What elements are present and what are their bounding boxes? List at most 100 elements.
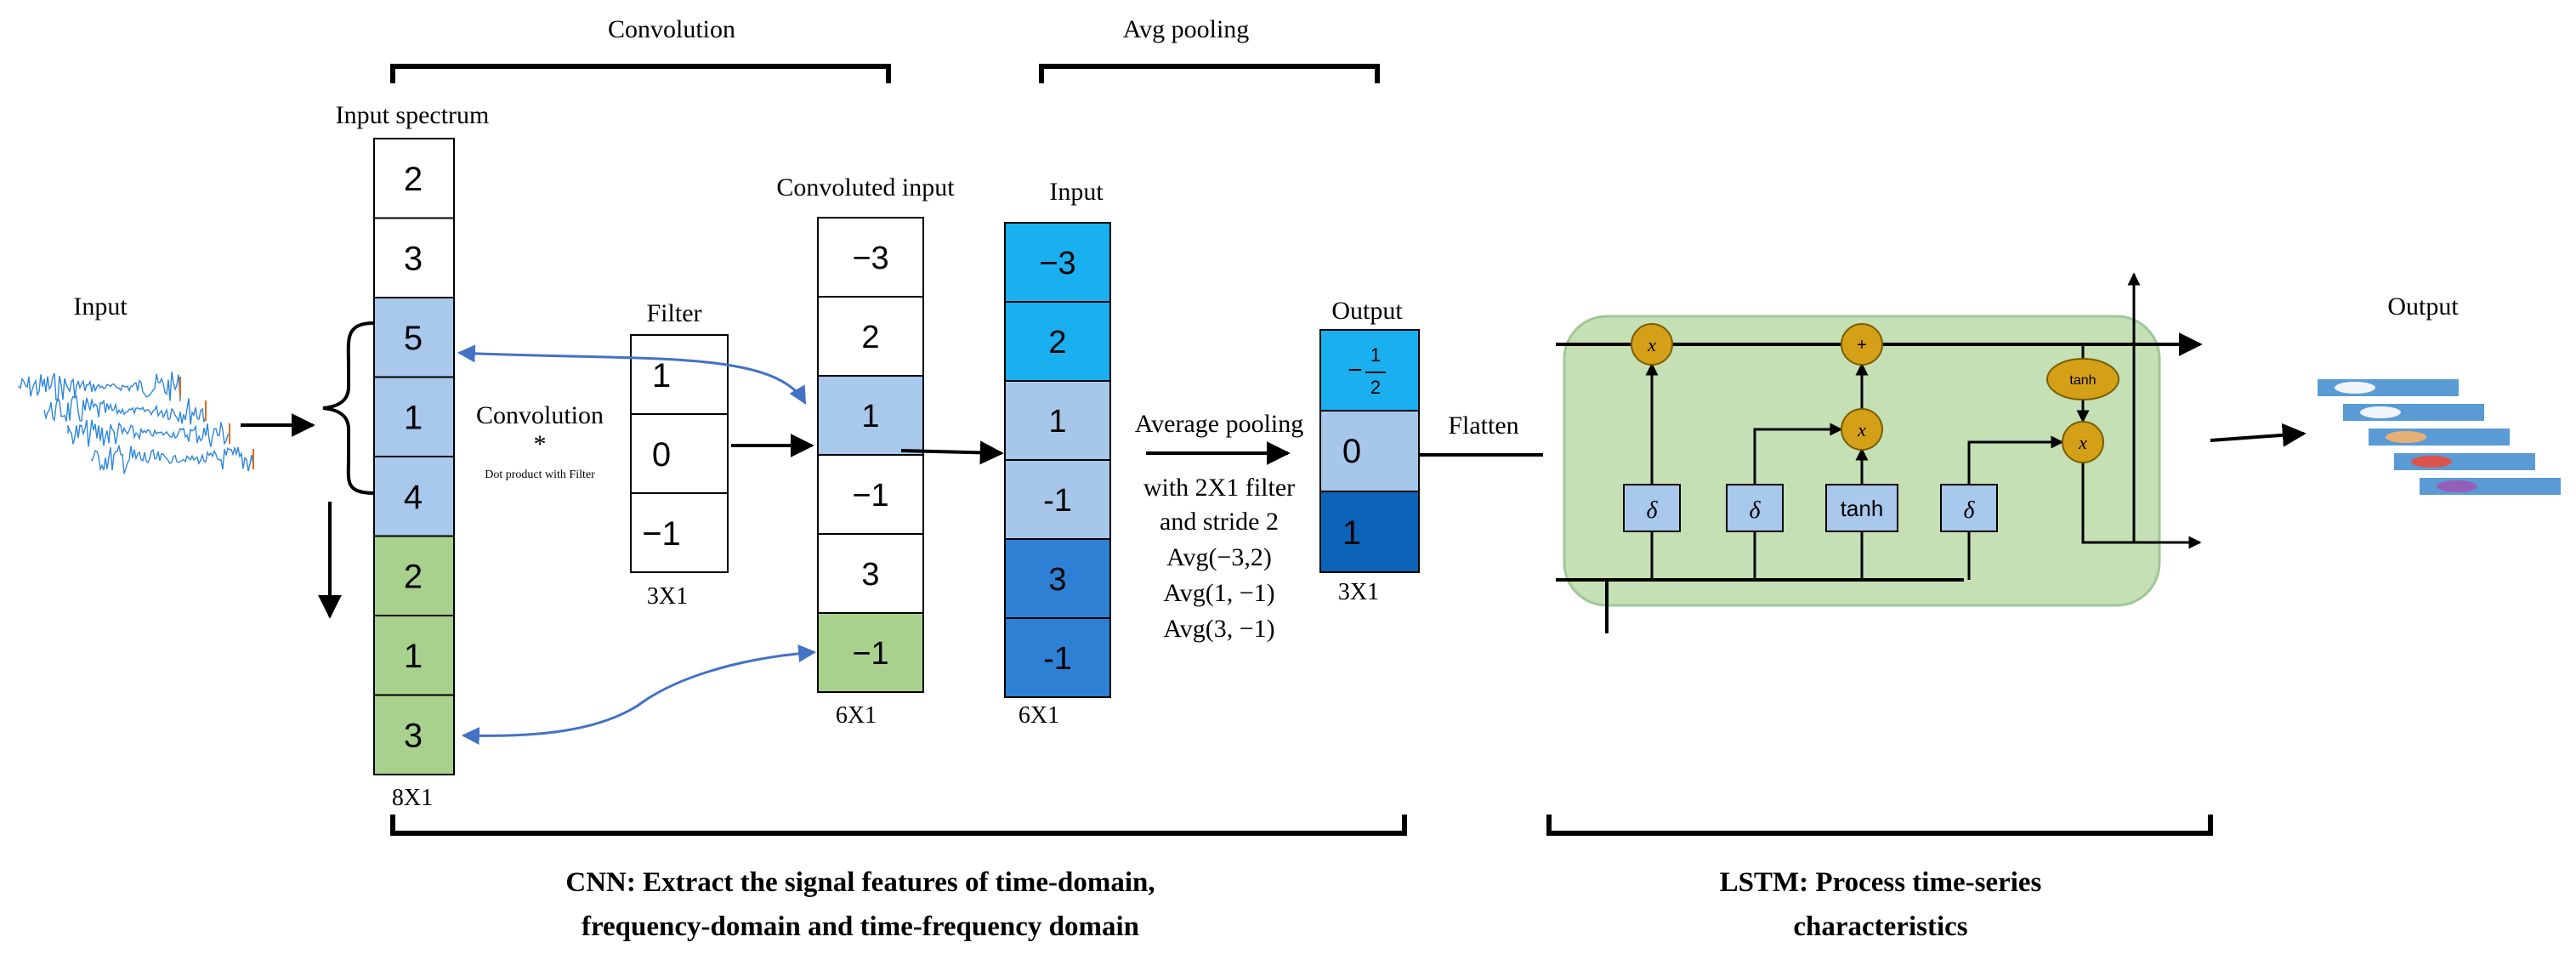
output-multiply-symbol: x xyxy=(2078,432,2087,453)
window-brace xyxy=(322,321,375,495)
pool-output-cell-1 xyxy=(1319,410,1420,492)
filter-cell xyxy=(630,334,729,415)
input-spectrum-cell xyxy=(373,615,455,696)
cnn-caption-line2: frequency-domain and time-frequency doma… xyxy=(582,911,1139,942)
output-tanh-node xyxy=(2046,358,2119,400)
forget-gate-box xyxy=(1623,484,1681,532)
convoluted-value: −3 xyxy=(852,241,888,276)
convolution-op-label: Convolution xyxy=(476,401,604,429)
input-spectrum-value: 1 xyxy=(404,638,423,675)
filter-cell xyxy=(630,413,729,494)
input-spectrum-cell xyxy=(373,535,455,616)
input-multiply-symbol: x xyxy=(1857,419,1866,440)
input-spectrum-cell xyxy=(373,297,455,378)
input-spectrum-column: 2 3 5 1 4 2 1 3 xyxy=(373,138,455,775)
output-spectrogram-blob xyxy=(2411,456,2452,468)
output-gate-box xyxy=(1940,484,1998,532)
convoluted-value: 3 xyxy=(861,557,879,593)
output-spectrogram-blob xyxy=(2437,480,2477,492)
output-gate-sigma: δ xyxy=(1963,497,1975,524)
pool-input-size: 6X1 xyxy=(1018,702,1059,729)
output-tanh-label: tanh xyxy=(2069,373,2096,388)
lstm-caption-line2: characteristics xyxy=(1793,911,1967,942)
pool-input-cell xyxy=(1004,538,1111,619)
convoluted-value: 1 xyxy=(861,399,879,434)
input-spectrum-value: 1 xyxy=(404,400,423,437)
output-label: Output xyxy=(2387,292,2459,321)
flatten-label: Flatten xyxy=(1448,412,1518,440)
convoluted-cell xyxy=(817,612,924,693)
cnn-caption-line1: CNN: Extract the signal features of time… xyxy=(565,867,1155,898)
pool-output-label: Output xyxy=(1331,297,1403,325)
pooling-avg1: Avg(−3,2) xyxy=(1166,543,1272,571)
input-spectrum-value: 3 xyxy=(404,718,423,755)
candidate-tanh-label: tanh xyxy=(1841,496,1884,521)
fraction-numerator: 1 xyxy=(1370,344,1381,366)
filter-value: 1 xyxy=(652,357,671,395)
input-spectrum-value: 5 xyxy=(404,320,423,357)
forget-gate-sigma: δ xyxy=(1646,497,1658,524)
pool-input-value: −3 xyxy=(1039,246,1075,281)
lstm-caption-line1: LSTM: Process time-series xyxy=(1720,867,2042,898)
pooling-avg2: Avg(1, −1) xyxy=(1163,579,1274,607)
input-spectrum-value: 3 xyxy=(404,241,423,278)
input-spectrum-value: 2 xyxy=(404,161,423,198)
input-spectrum-cell xyxy=(373,456,455,537)
cell-add-node xyxy=(1841,323,1883,366)
filter-size: 3X1 xyxy=(647,583,688,610)
pool-input-cell xyxy=(1004,222,1111,303)
output-spectrogram-blob xyxy=(2360,406,2401,418)
filter-value: −1 xyxy=(642,515,681,553)
pool-output-value-1: 0 xyxy=(1342,433,1361,470)
convoluted-value: −1 xyxy=(852,478,888,514)
convolution-symbol: * xyxy=(534,430,547,458)
cell-add-symbol: + xyxy=(1857,336,1867,355)
pooling-avg3: Avg(3, −1) xyxy=(1163,615,1274,643)
convoluted-cell xyxy=(817,296,924,377)
output-spectrogram-stack xyxy=(2316,377,2562,497)
forget-multiply-node xyxy=(1631,323,1673,366)
pool-input-value: -1 xyxy=(1043,641,1072,677)
filter-value: 0 xyxy=(652,436,671,474)
output-spectrogram-blob xyxy=(2386,431,2426,443)
signal-trace xyxy=(91,445,254,474)
filter-cell xyxy=(630,492,729,573)
avg-pooling-title: Avg pooling xyxy=(1123,15,1250,43)
pooling-description: Average pooling with 2X1 filter and stri… xyxy=(1135,410,1304,643)
convoluted-cell xyxy=(817,375,924,456)
pool-input-column: −321-13-1 xyxy=(1004,222,1111,698)
pool-input-cell xyxy=(1004,459,1111,540)
filter-label: Filter xyxy=(647,299,702,327)
pool-output-column: − 1 2 0 1 xyxy=(1319,329,1420,573)
input-label: Input xyxy=(73,292,128,321)
filter-column: 1 0 −1 xyxy=(630,334,729,573)
lstm-bracket xyxy=(1546,815,2213,836)
pool-input-cell xyxy=(1004,301,1111,382)
convolution-title: Convolution xyxy=(608,15,735,43)
pool-input-value: 1 xyxy=(1048,404,1066,440)
convolution-note: Dot product with Filter xyxy=(485,468,595,481)
output-spectrogram-blob xyxy=(2335,382,2375,394)
fraction-denominator: 2 xyxy=(1370,377,1381,398)
convoluted-label: Convoluted input xyxy=(776,173,955,202)
input-spectrum-size: 8X1 xyxy=(392,785,433,811)
pool-input-value: 2 xyxy=(1048,325,1066,360)
convoluted-size: 6X1 xyxy=(836,702,877,729)
convoluted-to-pool-arrow xyxy=(900,440,1004,465)
output-multiply-node xyxy=(2062,421,2104,463)
input-gate-sigma: δ xyxy=(1749,497,1761,524)
window-to-output-link xyxy=(457,344,807,405)
pool-output-value-2: 1 xyxy=(1342,514,1361,552)
convolution-header: Convolution xyxy=(390,15,891,83)
pool-input-value: -1 xyxy=(1043,483,1072,519)
pool-output-size: 3X1 xyxy=(1338,579,1379,605)
input-signal-waveforms xyxy=(18,372,254,474)
input-spectrum-cell xyxy=(373,376,455,457)
input-spectrum-value: 2 xyxy=(404,559,423,596)
input-spectrum-cell xyxy=(373,138,455,219)
convoluted-cell xyxy=(817,454,924,535)
avg-pooling-header: Avg pooling xyxy=(1039,15,1380,83)
input-spectrum-value: 4 xyxy=(404,479,423,516)
fraction-sign: − xyxy=(1348,356,1363,384)
